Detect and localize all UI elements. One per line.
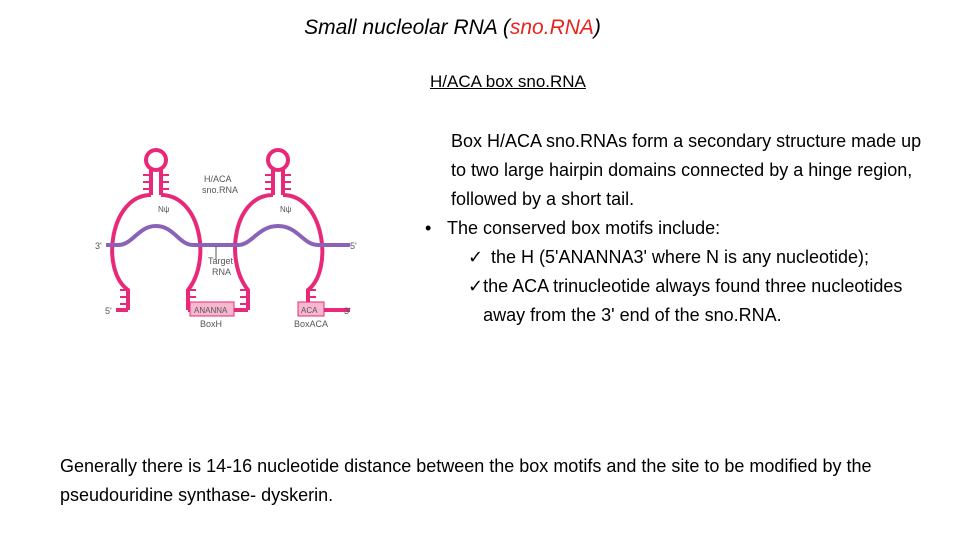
label-target-5prime: 5' (350, 241, 357, 251)
intro-paragraph: Box H/ACA sno.RNAs form a secondary stru… (451, 131, 922, 209)
hairpin-1 (110, 148, 203, 310)
bullet-text: The conserved box motifs include: (447, 218, 721, 238)
label-target-1: Target (208, 256, 234, 266)
label-snorna-2: sno.RNA (202, 185, 238, 195)
box-aca-motif (297, 301, 325, 317)
checkmark-icon: ✓ (468, 247, 484, 267)
slide-subtitle: H/ACA box sno.RNA (430, 72, 586, 91)
checkmark-icon: ✓ (468, 276, 484, 296)
check-text-aca: the ACA trinucleotide always found three… (483, 276, 903, 325)
title-suffix: ) (593, 16, 601, 39)
box-h-caption: BoxH (200, 319, 222, 329)
label-target-3prime: 3' (95, 241, 102, 251)
hairpin-2-rungs (240, 174, 316, 305)
bullet-mark: • (425, 218, 432, 238)
hairpin-2 (233, 148, 325, 310)
footer-note: Generally there is 14-16 nucleotide dist… (60, 456, 872, 505)
box-aca-caption: BoxACA (294, 319, 328, 329)
label-npsi-1: Nψ (158, 205, 170, 214)
label-snorna-1: H/ACA (204, 174, 232, 184)
description-block: Box H/ACA sno.RNAs form a secondary stru… (410, 127, 940, 330)
motif-bullet: • The conserved box motifs include: (410, 214, 940, 243)
check-item-box-h: ✓ the H (5'ANANNA3' where N is any nucle… (468, 243, 940, 272)
box-h-motif (189, 301, 235, 317)
label-snorna-5prime: 5' (105, 306, 112, 316)
haca-snorna-diagram: H/ACA sno.RNA Nψ Nψ Target RNA 3' 5' 5' … (95, 148, 357, 329)
title-accent: sno.RNA (509, 16, 594, 39)
title-prefix: Small nucleolar RNA ( (304, 16, 510, 39)
box-h-text: ANANNA (194, 306, 228, 315)
label-npsi-2: Nψ (280, 205, 292, 214)
label-target-2: RNA (212, 267, 231, 277)
check-item-aca: ✓ the ACA trinucleotide always found thr… (468, 272, 940, 330)
target-rna (106, 223, 350, 247)
box-aca-text: ACA (301, 306, 318, 315)
label-snorna-3prime: 3' (344, 306, 351, 316)
check-text-box-h: the H (5'ANANNA3' where N is any nucleot… (491, 247, 870, 267)
slide-title: Small nucleolar RNA (sno.RNA) (0, 16, 905, 40)
